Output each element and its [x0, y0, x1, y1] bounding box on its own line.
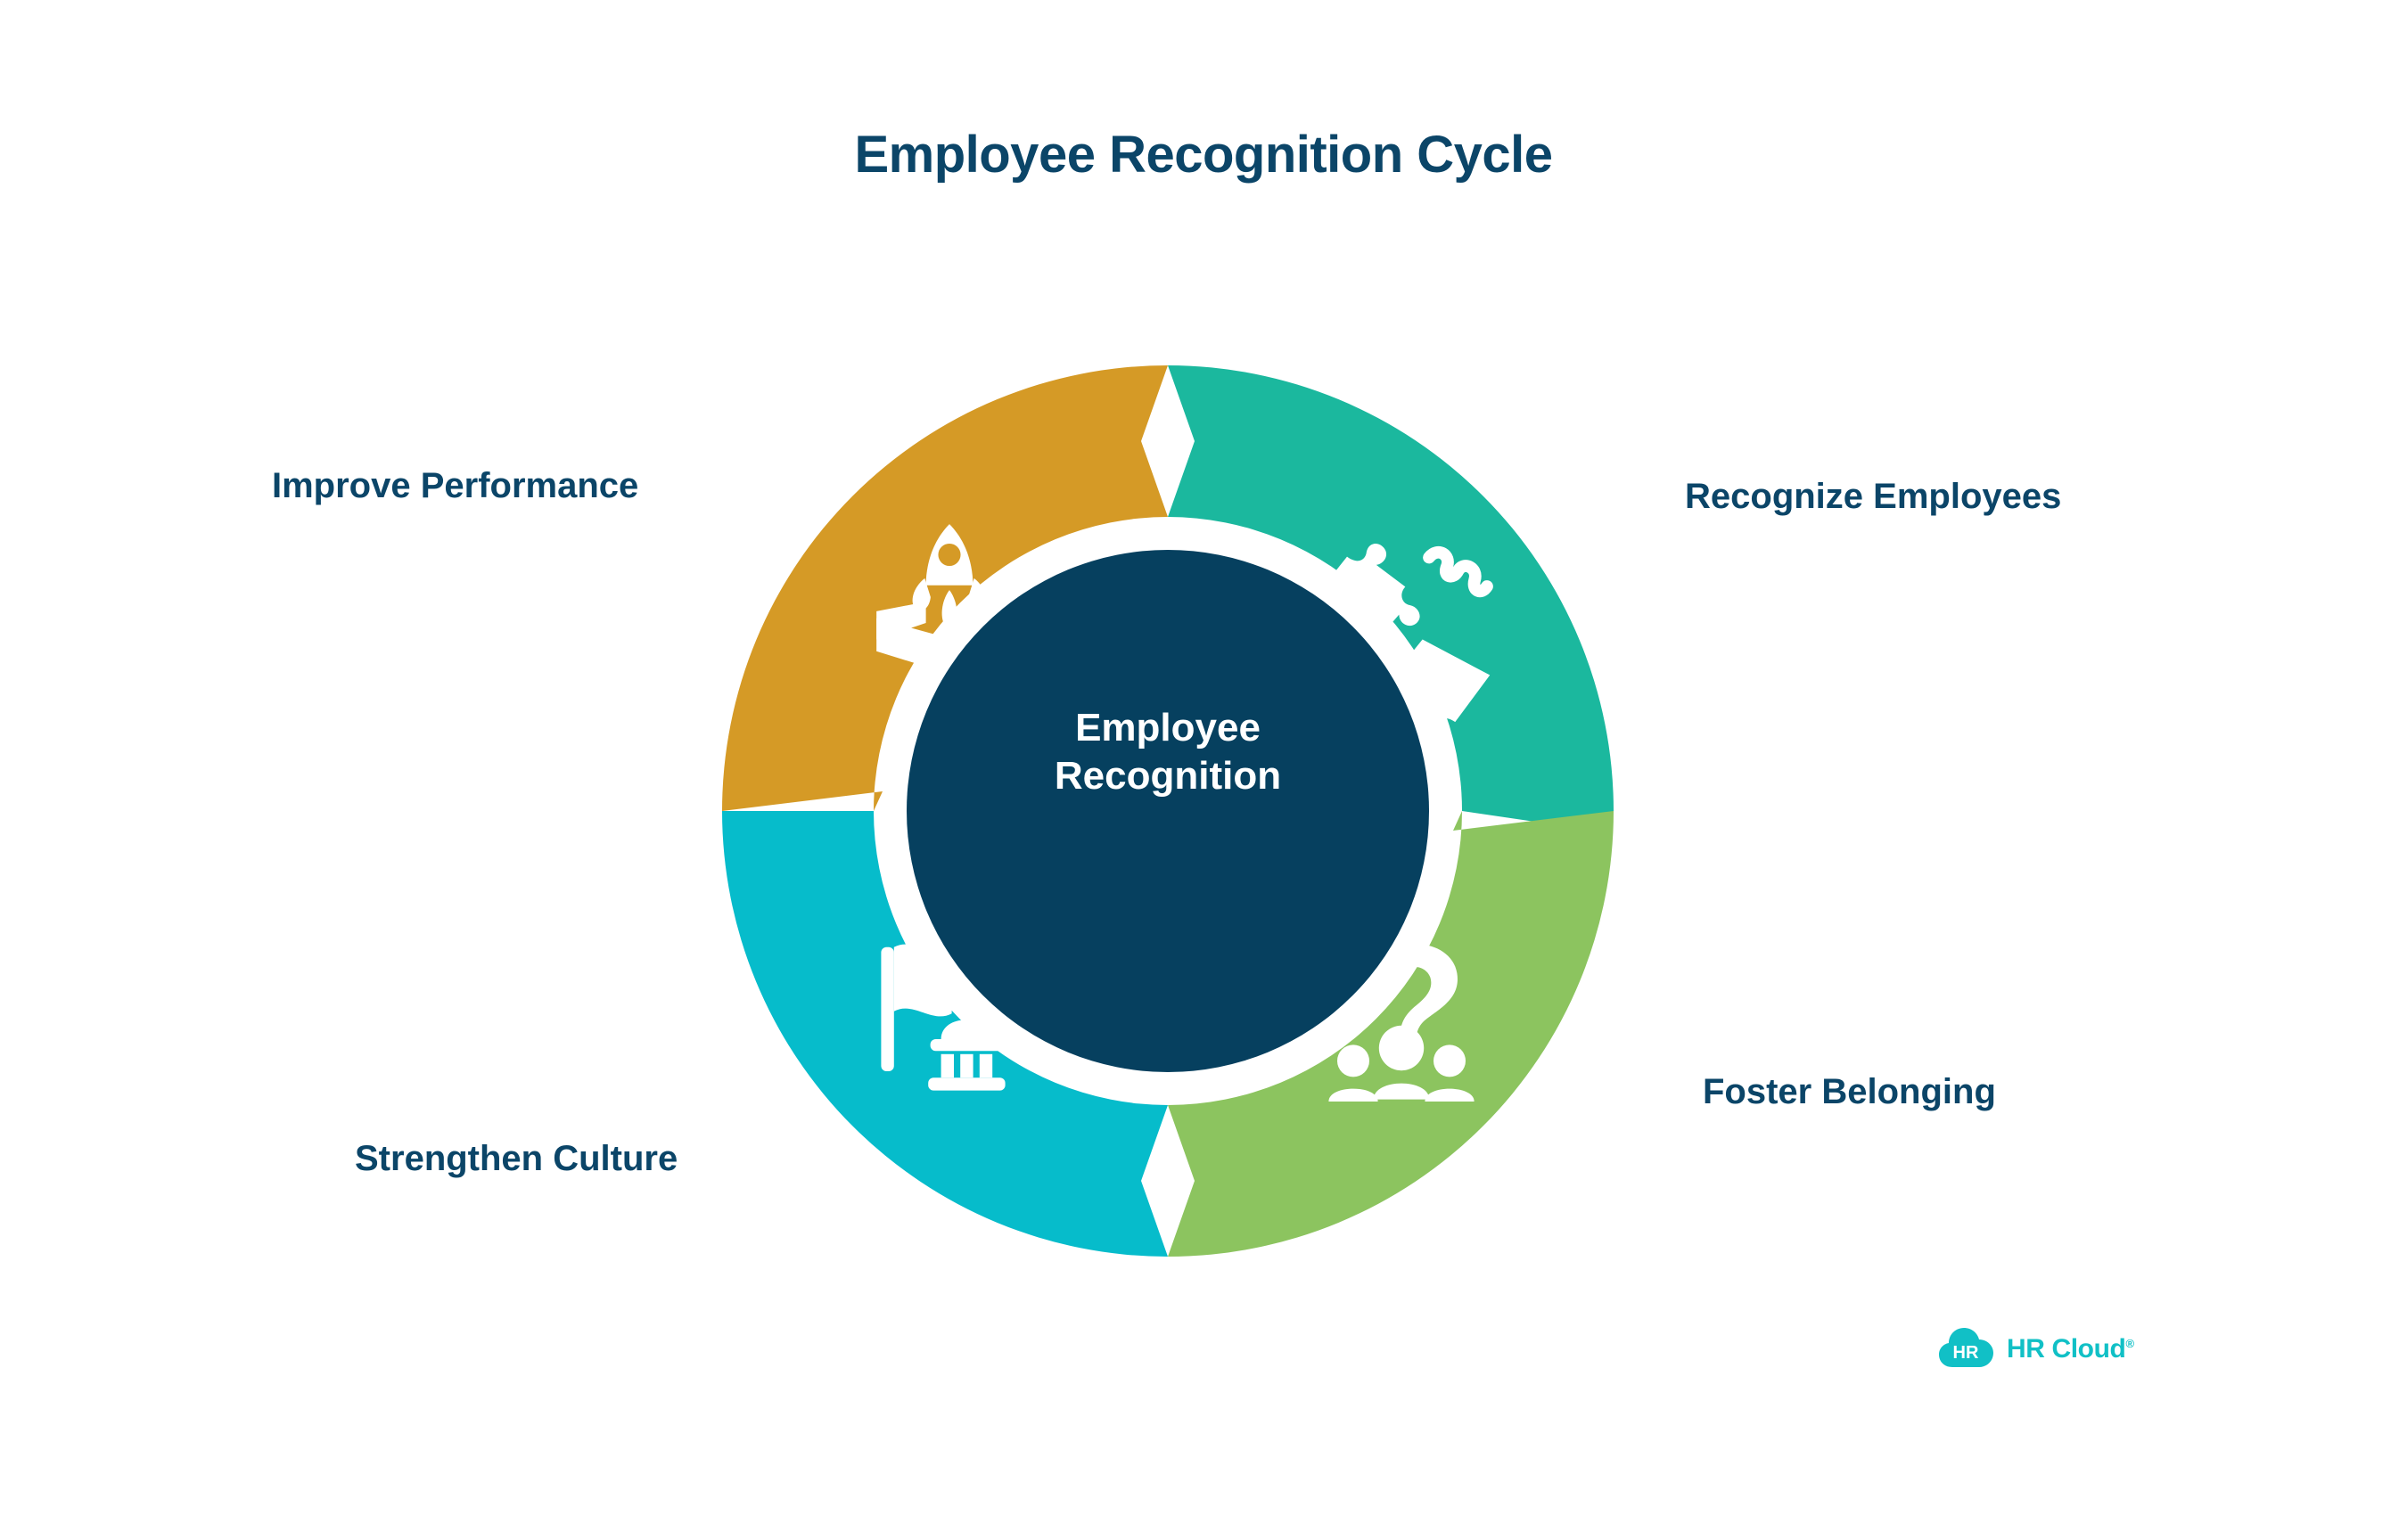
cloud-icon: HR [1939, 1328, 1993, 1367]
hub-circle [907, 550, 1429, 1072]
label-improve-performance: Improve Performance [272, 466, 639, 505]
hr-cloud-logo[interactable]: HR HR Cloud® [1939, 1317, 2135, 1381]
cloud-badge-text: HR [1953, 1343, 1979, 1363]
label-foster-belonging: Foster Belonging [1703, 1072, 1996, 1111]
logo-wordmark: HR Cloud® [2007, 1336, 2134, 1363]
cycle-wheel-svg [722, 365, 1614, 1257]
segment-improve-performance[interactable] [722, 365, 1168, 811]
logo-trademark-mark: ® [2125, 1337, 2134, 1350]
segment-recognize-employees[interactable] [1168, 365, 1614, 831]
label-recognize-employees: Recognize Employees [1685, 477, 2062, 516]
segment-foster-belonging[interactable] [1168, 811, 1614, 1257]
cycle-wheel [704, 303, 1631, 1319]
page-title: Employee Recognition Cycle [854, 126, 1553, 184]
segment-strengthen-culture[interactable] [722, 811, 1168, 1257]
logo-wordmark-text: HR Cloud [2007, 1334, 2126, 1364]
label-strengthen-culture: Strengthen Culture [355, 1139, 678, 1178]
